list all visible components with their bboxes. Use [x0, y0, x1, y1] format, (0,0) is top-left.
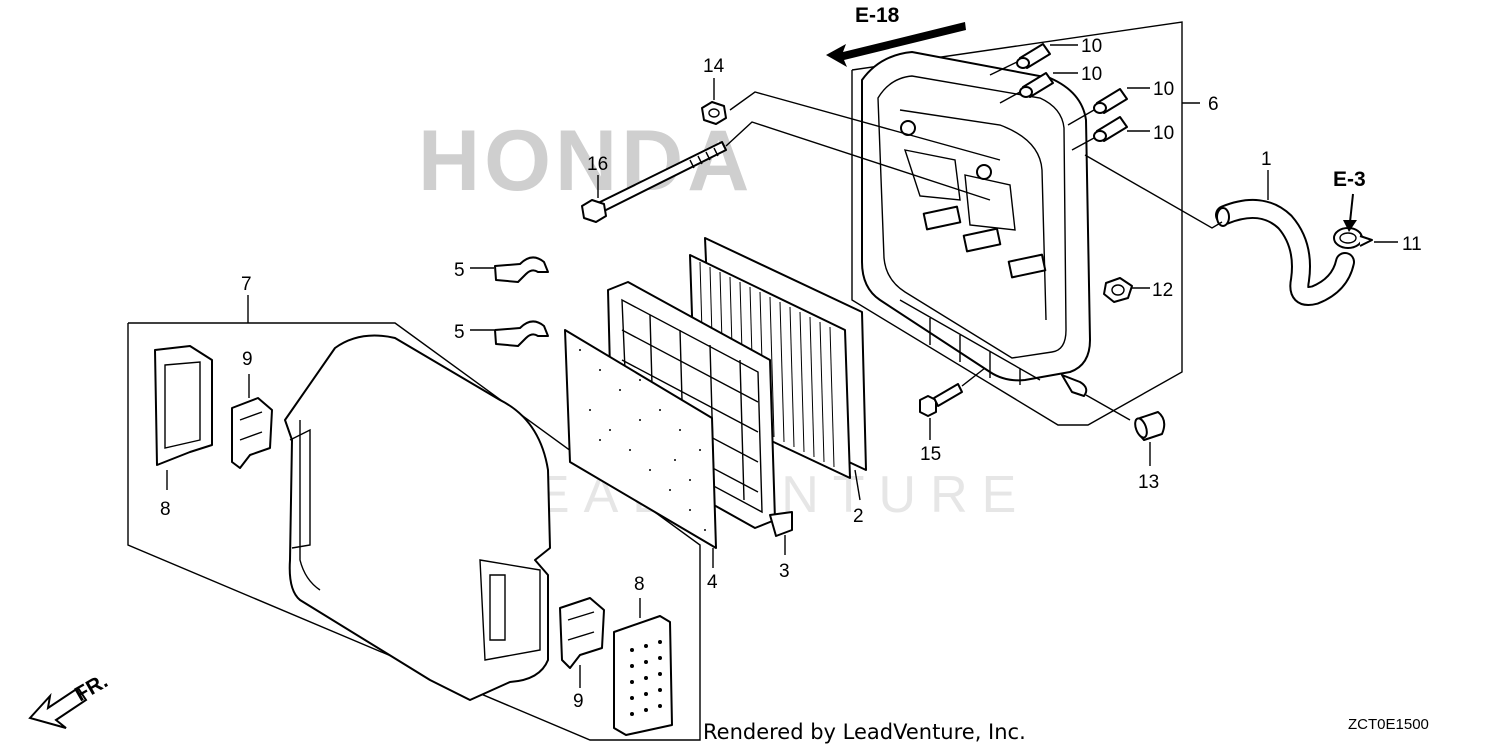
callout-5-upper: 5 — [454, 260, 465, 281]
callout-12: 12 — [1152, 280, 1173, 301]
diagram-code: ZCT0E1500 — [1348, 716, 1429, 733]
callout-2: 2 — [853, 506, 864, 527]
grommet-2 — [1019, 72, 1078, 98]
grommets — [989, 43, 1150, 151]
grommet-3 — [1093, 87, 1150, 114]
callout-1: 1 — [1261, 149, 1272, 170]
latch-cover-lower — [613, 598, 673, 736]
callout-13: 13 — [1138, 472, 1159, 493]
callout-16: 16 — [587, 154, 608, 175]
outer-cover — [284, 334, 551, 701]
callout-8-upper: 8 — [160, 499, 171, 520]
callout-14: 14 — [703, 56, 725, 77]
grommet-4 — [1093, 116, 1150, 142]
callout-10-first: 10 — [1081, 36, 1102, 57]
callout-8-lower: 8 — [634, 574, 645, 595]
callout-5-lower: 5 — [454, 322, 465, 343]
flange-nut-14 — [701, 78, 1001, 161]
callout-9-lower: 9 — [573, 691, 584, 712]
callout-4: 4 — [707, 572, 718, 593]
render-credit: Rendered by LeadVenture, Inc. — [703, 720, 1026, 744]
latch-clip-upper — [470, 256, 549, 283]
callout-3: 3 — [779, 561, 790, 582]
ref-e3: E-3 — [1333, 168, 1366, 191]
ref-e18: E-18 — [855, 4, 900, 27]
callout-10-third: 10 — [1153, 79, 1174, 100]
e3-arrow — [1343, 193, 1357, 232]
callout-9-upper: 9 — [242, 349, 253, 370]
bolt-15 — [919, 367, 986, 440]
air-cleaner-case — [861, 51, 1091, 397]
latch-cover-upper — [154, 345, 213, 490]
tube-clip — [1333, 227, 1398, 249]
callout-15: 15 — [920, 444, 941, 465]
callout-10-second: 10 — [1081, 64, 1102, 85]
callout-6: 6 — [1208, 94, 1219, 115]
callout-10-fourth: 10 — [1153, 123, 1174, 144]
breather-tube — [1084, 154, 1355, 306]
cover-group-bracket — [127, 295, 701, 741]
case-group-bracket — [851, 21, 1200, 426]
case-nut — [1103, 277, 1150, 303]
grommet-1 — [1016, 43, 1078, 69]
e18-arrow — [826, 22, 966, 67]
latch-spring-upper — [231, 374, 273, 469]
latch-clip-lower — [470, 320, 549, 347]
latch-spring-lower — [559, 597, 605, 688]
front-arrow-icon — [28, 686, 88, 729]
foam-prefilter — [564, 329, 717, 568]
callout-11: 11 — [1402, 234, 1422, 255]
callout-7: 7 — [241, 274, 252, 295]
long-bolt-16 — [581, 121, 991, 223]
drain-cap — [1085, 394, 1166, 466]
